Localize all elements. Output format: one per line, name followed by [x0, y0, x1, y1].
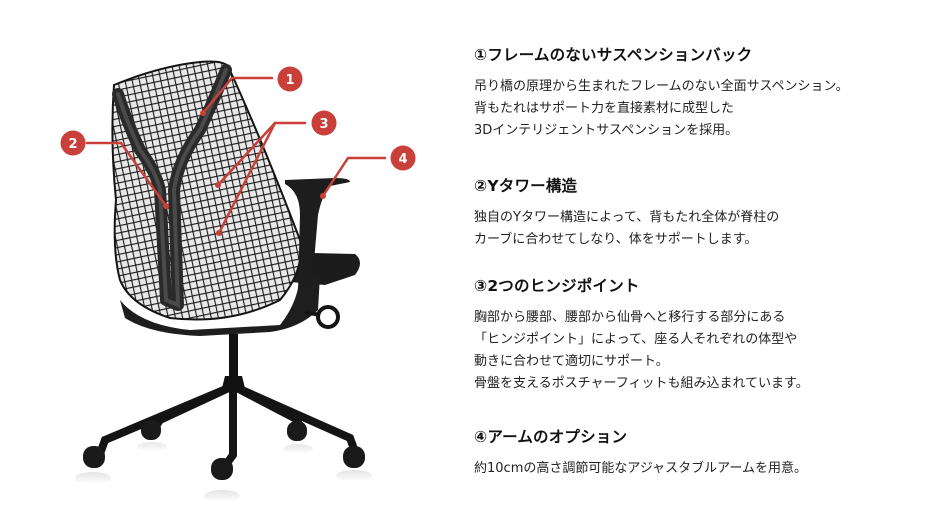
feature-description: 胸部から腰部、腰部から仙骨へと移行する部分にある 「ヒンジポイント」によって、座…	[474, 307, 809, 395]
feature-frameless-suspension-back: ①フレームのないサスペンションバック 吊り橋の原理から生まれたフレームのない全面…	[474, 44, 849, 142]
feature-title: ①フレームのないサスペンションバック	[474, 46, 753, 64]
description-line: 胸部から腰部、腰部から仙骨へと移行する部分にある	[474, 310, 786, 325]
feature-title: ④アームのオプション	[474, 428, 628, 446]
feature-y-tower: ②Yタワー構造 独自のYタワー構造によって、背もたれ全体が脊柱の カーブに合わせ…	[474, 175, 779, 251]
callout-line-1	[201, 76, 274, 115]
description-line: 約10cmの高さ調節可能なアジャスタブルアームを用意。	[474, 461, 808, 476]
svg-text:3: 3	[319, 117, 328, 132]
callout-line-3b	[217, 121, 277, 235]
chair-illustration: 1 2 3 4	[0, 0, 450, 530]
marker-1: 1	[277, 66, 303, 92]
marker-3: 3	[311, 110, 337, 136]
feature-two-hinge-points: ③2つのヒンジポイント 胸部から腰部、腰部から仙骨へと移行する部分にある 「ヒン…	[474, 275, 809, 395]
svg-text:4: 4	[398, 152, 407, 167]
feature-description: 吊り橋の原理から生まれたフレームのない全面サスペンション。 背もたれはサポート力…	[474, 76, 849, 142]
svg-text:1: 1	[285, 73, 294, 88]
marker-4: 4	[390, 145, 416, 171]
feature-title: ②Yタワー構造	[474, 177, 578, 195]
description-line: 3Dインテリジェントサスペンションを採用。	[474, 123, 739, 138]
description-line: 骨盤を支えるポスチャーフィットも組み込まれています。	[474, 376, 809, 391]
callout-line-4	[321, 156, 387, 198]
feature-description: 約10cmの高さ調節可能なアジャスタブルアームを用意。	[474, 458, 807, 480]
description-line: 背もたれはサポート力を直接素材に成型した	[474, 101, 735, 116]
callout-line-2	[85, 141, 168, 208]
description-line: 吊り橋の原理から生まれたフレームのない全面サスペンション。	[474, 79, 849, 94]
feature-arm-options: ④アームのオプション 約10cmの高さ調節可能なアジャスタブルアームを用意。	[474, 426, 807, 480]
chair-image: 1 2 3 4	[60, 60, 416, 502]
svg-text:2: 2	[68, 137, 77, 152]
feature-description: 独自のYタワー構造によって、背もたれ全体が脊柱の カーブに合わせてしなり、体をサ…	[474, 207, 779, 251]
description-line: カーブに合わせてしなり、体をサポートします。	[474, 232, 758, 247]
description-line: 独自のYタワー構造によって、背もたれ全体が脊柱の	[474, 210, 780, 225]
description-line: 動きに合わせて適切にサポート。	[474, 354, 669, 369]
marker-2: 2	[60, 130, 86, 156]
feature-title: ③2つのヒンジポイント	[474, 277, 640, 295]
description-line: 「ヒンジポイント」によって、座る人それぞれの体型や	[474, 332, 798, 347]
